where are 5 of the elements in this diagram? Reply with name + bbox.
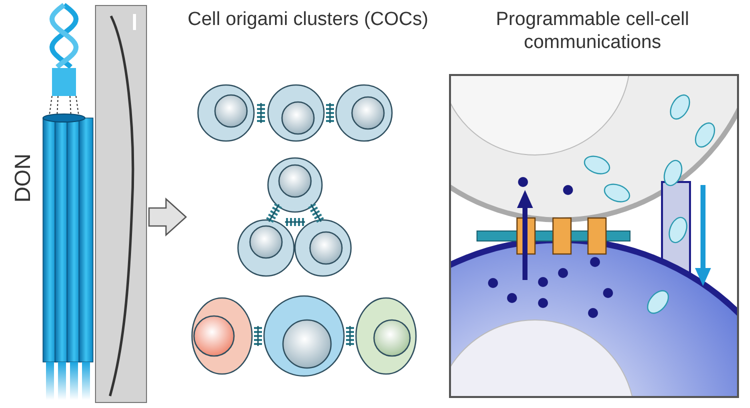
rotated-label: DON: [10, 152, 36, 204]
micrograph-picture: [95, 5, 147, 403]
cluster-heading: Cell origami clusters (COCs): [186, 8, 430, 31]
block-arrow: [148, 198, 187, 236]
panel-heading: Programmable cell-cell communications: [494, 8, 690, 54]
